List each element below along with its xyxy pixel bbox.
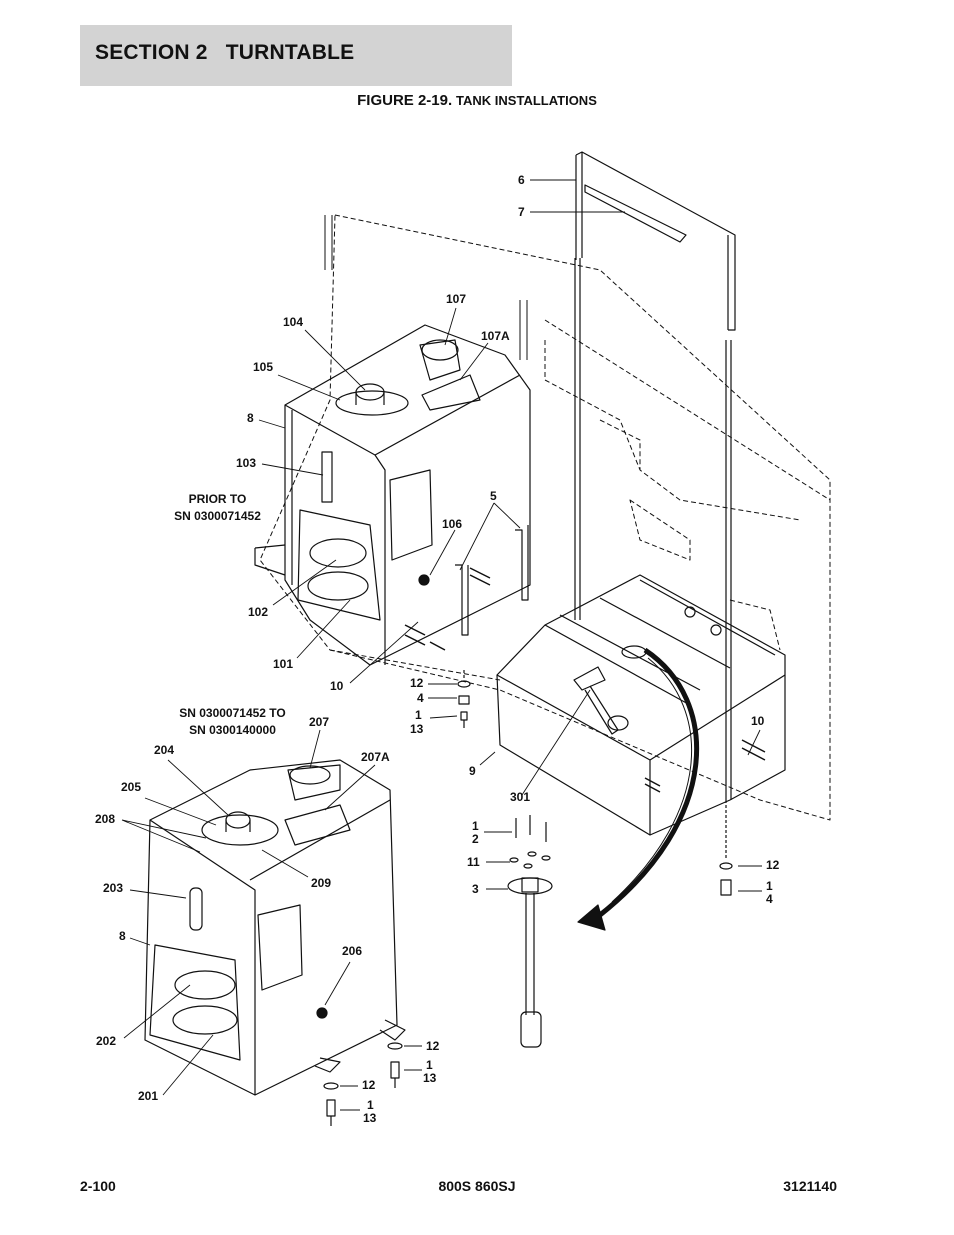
callout-208: 208 [95, 812, 116, 826]
prior-to-label: PRIOR TO [188, 492, 247, 506]
callout-12-upper: 12 [410, 676, 424, 690]
marker-dot-206 [316, 1007, 328, 1019]
callout-207: 207 [309, 715, 330, 729]
callout-101: 101 [273, 657, 294, 671]
footer-page-number: 2-100 [80, 1178, 116, 1194]
fuel-tank-9 [496, 574, 786, 836]
callout-107: 107 [446, 292, 467, 306]
section-header-band: SECTION 2 TURNTABLE [80, 25, 512, 86]
callout-202: 202 [96, 1034, 117, 1048]
callout-5: 5 [490, 489, 497, 503]
callout-301: 301 [510, 790, 531, 804]
callout-13-lower-left: 13 [363, 1111, 377, 1125]
footer-model: 800S 860SJ [438, 1178, 516, 1194]
callout-103: 103 [236, 456, 257, 470]
install-arrow [598, 647, 700, 917]
sender-301 [573, 666, 619, 735]
prior-serial-number: SN 0300071452 [174, 509, 261, 523]
upper-tank-dash-marks [404, 567, 491, 651]
install-arrow-head [577, 904, 606, 931]
marker-dot-106 [418, 574, 430, 586]
strip-7 [584, 184, 687, 243]
hardware-stack-upper [457, 670, 471, 728]
strap-6 [574, 151, 736, 800]
hydraulic-tank-lower [144, 759, 406, 1096]
callout-8-upper: 8 [247, 411, 254, 425]
callout-1-right: 1 [766, 879, 773, 893]
callout-209: 209 [311, 876, 332, 890]
fuel-tank-dash-marks [644, 739, 766, 793]
callout-2: 2 [472, 832, 479, 846]
figure-name: TANK INSTALLATIONS [456, 93, 597, 108]
callout-207a: 207A [361, 750, 390, 764]
callout-1-gauge: 1 [472, 819, 479, 833]
callout-1-lower-left: 1 [367, 1098, 374, 1112]
callout-12-right: 12 [766, 858, 780, 872]
callout-206: 206 [342, 944, 363, 958]
callout-9: 9 [469, 764, 476, 778]
callout-4-upper: 4 [417, 691, 424, 705]
callout-10-upper: 10 [330, 679, 344, 693]
figure-title: FIGURE 2-19. TANK INSTALLATIONS [0, 92, 954, 109]
gauge-assembly-3 [507, 815, 553, 1048]
callout-12-lower-right: 12 [426, 1039, 440, 1053]
hardware-stack-lower [323, 1042, 403, 1126]
callout-105: 105 [253, 360, 274, 374]
callout-8-lower: 8 [119, 929, 126, 943]
callout-4-right: 4 [766, 892, 773, 906]
leader-lines [121, 179, 762, 1111]
callout-13-upper: 13 [410, 722, 424, 736]
figure-number: FIGURE 2-19. [357, 92, 453, 109]
callout-6: 6 [518, 173, 525, 187]
serial-range-start: SN 0300071452 TO [179, 706, 286, 720]
serial-range-end: SN 0300140000 [189, 723, 276, 737]
frame-slot-marks [324, 215, 528, 360]
callout-10-right: 10 [751, 714, 765, 728]
callout-12-lower-left: 12 [362, 1078, 376, 1092]
turntable-frame [259, 214, 831, 821]
callout-13-lower-right: 13 [423, 1071, 437, 1085]
callout-204: 204 [154, 743, 175, 757]
hydraulic-tank-upper [254, 324, 531, 666]
callout-107a: 107A [481, 329, 510, 343]
brackets-5 [455, 525, 529, 636]
callout-205: 205 [121, 780, 142, 794]
footer-document-number: 3121140 [783, 1178, 837, 1194]
callout-201: 201 [138, 1089, 159, 1103]
callout-11: 11 [467, 855, 480, 869]
callout-7: 7 [518, 205, 525, 219]
callout-106: 106 [442, 517, 463, 531]
callout-1-lower-right: 1 [426, 1058, 433, 1072]
callout-104: 104 [283, 315, 304, 329]
callout-203: 203 [103, 881, 124, 895]
callout-1-upper: 1 [415, 708, 422, 722]
hardware-stack-right [719, 800, 733, 896]
callout-3: 3 [472, 882, 479, 896]
serial-note-range: SN 0300071452 TO SN 0300140000 [160, 707, 305, 737]
serial-note-prior: PRIOR TO SN 0300071452 [160, 493, 275, 523]
section-title: SECTION 2 TURNTABLE [95, 41, 355, 64]
callout-102: 102 [248, 605, 269, 619]
